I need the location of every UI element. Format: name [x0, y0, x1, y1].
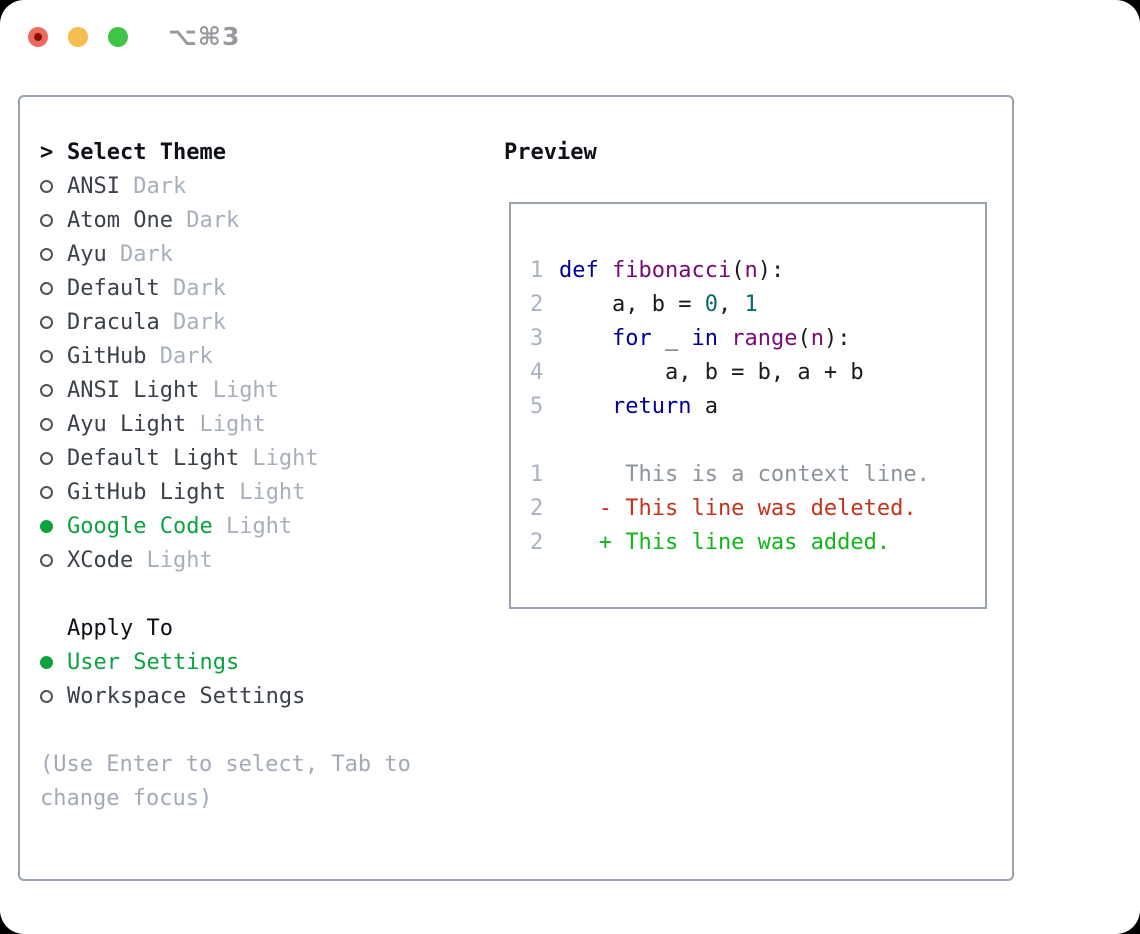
apply-to-option[interactable]: User Settings — [40, 645, 411, 679]
radio-icon — [40, 451, 53, 465]
apply-to-label: Apply To — [67, 615, 173, 641]
spacer — [40, 713, 411, 747]
apply-to-header: Apply To — [40, 611, 411, 645]
radio-icon — [40, 281, 53, 295]
theme-list-item[interactable]: Default Dark — [40, 271, 411, 305]
diff-line: 2 + This line was added. — [530, 525, 985, 559]
theme-list-item[interactable]: GitHub Light Light — [40, 475, 411, 509]
diff-text: + This line was added. — [559, 529, 891, 555]
line-number: 1 — [530, 461, 544, 487]
code-line: 4 a, b = b, a + b — [530, 359, 864, 385]
theme-variant-label: Light — [225, 479, 306, 505]
theme-variant-label: Dark — [159, 275, 226, 301]
radio-icon — [40, 349, 53, 363]
spacer — [530, 423, 985, 457]
radio-icon — [40, 417, 53, 431]
line-number: 2 — [530, 529, 544, 555]
theme-list-item[interactable]: Ayu Light Light — [40, 407, 411, 441]
theme-variant-label: Light — [133, 547, 213, 573]
line-number: 1 — [530, 257, 544, 283]
theme-list-item[interactable]: ANSI Dark — [40, 169, 411, 203]
theme-name: Dracula — [67, 309, 160, 335]
radio-icon — [40, 213, 53, 227]
theme-selector-panel: > Select Theme ANSI Dark Atom One Dark A… — [18, 95, 1014, 881]
theme-name: Atom One — [67, 207, 173, 233]
theme-name: GitHub — [67, 343, 147, 369]
theme-name: Workspace Settings — [67, 683, 306, 709]
theme-list-item[interactable]: GitHub Dark — [40, 339, 411, 373]
theme-variant-label: Dark — [119, 173, 187, 199]
theme-list-item[interactable]: ANSI Light Light — [40, 373, 411, 407]
theme-list-item[interactable]: Atom One Dark — [40, 203, 411, 237]
theme-list-item[interactable]: Default Light Light — [40, 441, 411, 475]
code-line: 2 a, b = 0, 1 — [530, 291, 758, 317]
line-number: 2 — [530, 495, 544, 521]
theme-variant-label: Dark — [106, 241, 173, 267]
theme-list-item[interactable]: Google Code Light — [40, 509, 411, 543]
line-number: 3 — [530, 325, 544, 351]
zoom-button[interactable] — [108, 27, 128, 47]
close-button[interactable] — [28, 27, 48, 47]
diff-line: 1 This is a context line. — [530, 457, 985, 491]
select-theme-header: > Select Theme — [40, 135, 411, 169]
radio-icon — [40, 383, 53, 397]
theme-name: Default Light — [67, 445, 240, 471]
window-titlebar: ⌥⌘3 — [0, 0, 1140, 75]
cursor-icon: > — [40, 139, 54, 165]
line-number: 5 — [530, 393, 544, 419]
help-text-line-2: change focus) — [40, 785, 213, 811]
theme-name: Ayu Light — [67, 411, 187, 437]
theme-name: ANSI Light — [67, 377, 200, 403]
theme-variant-label: Dark — [172, 207, 240, 233]
radio-icon — [40, 553, 53, 567]
radio-icon — [40, 689, 53, 703]
radio-icon — [40, 485, 53, 499]
diff-text: This is a context line. — [559, 461, 930, 487]
theme-variant-label: Light — [239, 445, 319, 471]
apply-to-option[interactable]: Workspace Settings — [40, 679, 411, 713]
diff-line: 2 - This line was deleted. — [530, 491, 985, 525]
theme-variant-label: Dark — [159, 309, 226, 335]
theme-name: Google Code — [67, 513, 213, 539]
code-line: 5 return a — [530, 393, 718, 419]
radio-icon — [40, 179, 53, 193]
theme-variant-label: Dark — [146, 343, 213, 369]
theme-list: ANSI Dark Atom One Dark Ayu Dark Default… — [40, 169, 411, 577]
theme-variant-label: Light — [212, 513, 293, 539]
radio-icon — [40, 315, 53, 329]
line-number: 2 — [530, 291, 544, 317]
radio-icon — [40, 519, 53, 533]
diff-text: - This line was deleted. — [559, 495, 917, 521]
help-text-line-1: (Use Enter to select, Tab to — [40, 751, 411, 777]
select-theme-label: Select Theme — [67, 139, 226, 165]
apply-to-list: User Settings Workspace Settings — [40, 645, 411, 713]
line-number: 4 — [530, 359, 544, 385]
theme-variant-label: Light — [186, 411, 266, 437]
theme-name: Default — [67, 275, 160, 301]
theme-list-item[interactable]: Ayu Dark — [40, 237, 411, 271]
theme-name: ANSI — [67, 173, 120, 199]
preview-label: Preview — [504, 139, 597, 165]
spacer — [40, 577, 411, 611]
radio-icon — [40, 655, 53, 669]
radio-icon — [40, 247, 53, 261]
window-title: ⌥⌘3 — [168, 22, 241, 51]
theme-name: Ayu — [67, 241, 107, 267]
theme-list-item[interactable]: XCode Light — [40, 543, 411, 577]
theme-column: > Select Theme ANSI Dark Atom One Dark A… — [40, 135, 411, 815]
theme-name: GitHub Light — [67, 479, 226, 505]
diff-preview: 1 This is a context line. 2 - This line … — [530, 457, 985, 559]
theme-name: User Settings — [67, 649, 240, 675]
minimize-button[interactable] — [68, 27, 88, 47]
code-line: 1 def fibonacci(n): — [530, 257, 785, 283]
code-line: 3 for _ in range(n): — [530, 325, 851, 351]
theme-name: XCode — [67, 547, 134, 573]
code-preview: 1 def fibonacci(n): 2 a, b = 0, 1 3 for … — [530, 253, 985, 423]
preview-box: 1 def fibonacci(n): 2 a, b = 0, 1 3 for … — [509, 202, 987, 609]
theme-variant-label: Light — [199, 377, 279, 403]
theme-list-item[interactable]: Dracula Dark — [40, 305, 411, 339]
